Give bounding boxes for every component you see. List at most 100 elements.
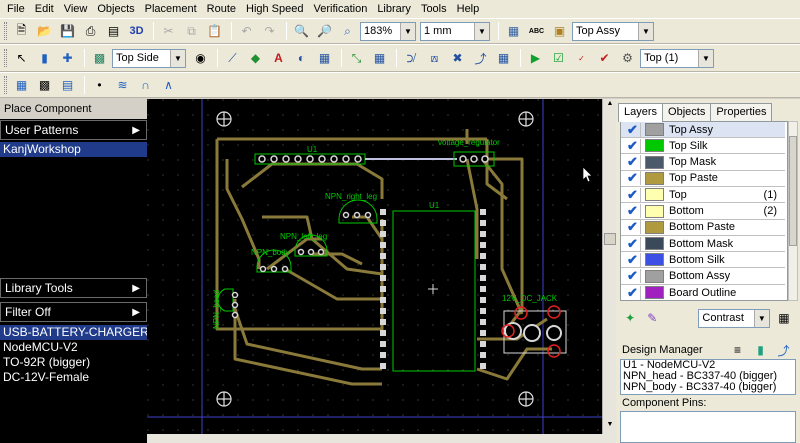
toolbar-grip[interactable] — [4, 49, 7, 67]
copper-pour-icon[interactable]: ▦ — [318, 51, 331, 65]
unroute-icon[interactable]: ✖ — [452, 51, 463, 65]
layer-row[interactable]: ✔Top(1) — [621, 187, 785, 204]
tab-objects[interactable]: Objects — [662, 103, 712, 121]
layer-row[interactable]: ✔Board Outline — [621, 285, 785, 300]
canvas-horizontal-scrollbar[interactable] — [147, 434, 616, 443]
menu-help[interactable]: Help — [456, 3, 480, 15]
layer-visible-checkbox[interactable]: ✔ — [625, 236, 641, 251]
scroll-up-icon[interactable]: ▲ — [606, 100, 614, 107]
canvas-vertical-scrollbar[interactable]: ▲ ▼ — [602, 99, 616, 434]
layer-view-select[interactable]: Top Assy ▼ — [572, 21, 654, 41]
layer-color-swatch[interactable] — [645, 286, 664, 299]
layer-color-swatch[interactable] — [645, 253, 664, 267]
filter-dropdown[interactable]: Filter Off ▶ — [0, 302, 147, 322]
menu-high-speed[interactable]: High Speed — [246, 3, 304, 15]
layer-visible-checkbox[interactable]: ✔ — [625, 268, 641, 284]
list-item[interactable]: KanjWorkshop — [0, 142, 147, 157]
save-icon[interactable]: 💾 — [60, 24, 75, 38]
arc-tool-icon[interactable]: ◐ — [297, 51, 306, 65]
list-item[interactable]: NodeMCU-V2 — [3, 340, 78, 354]
route-icon[interactable]: ⟉ — [406, 50, 417, 65]
text-tool-icon[interactable]: A — [274, 51, 283, 65]
layer-color-swatch[interactable] — [645, 139, 664, 153]
picture-icon[interactable]: ▣ — [553, 24, 566, 38]
accordion-icon[interactable]: ≋ — [117, 78, 128, 92]
copy-icon[interactable]: ⧉ — [187, 23, 196, 38]
menu-objects[interactable]: Objects — [97, 3, 135, 15]
place-point-icon[interactable]: ✚ — [62, 51, 73, 65]
new-file-icon[interactable]: 🗎 — [16, 22, 27, 37]
layer-visible-checkbox[interactable]: ✔ — [625, 122, 641, 137]
undo-icon[interactable]: ↶ — [241, 24, 252, 38]
scroll-down-icon[interactable]: ▼ — [606, 421, 614, 428]
grid-select[interactable]: 1 mm ▼ — [420, 21, 490, 41]
layer-sets-icon[interactable]: ▦ — [507, 24, 520, 38]
layer-visible-checkbox[interactable]: ✔ — [625, 154, 641, 170]
route-layer-select[interactable]: Top (1) ▼ — [640, 48, 714, 68]
menu-edit[interactable]: Edit — [34, 3, 54, 15]
layer-row[interactable]: ✔Bottom Assy — [621, 268, 785, 285]
print-icon[interactable]: ⎙ — [85, 23, 96, 38]
menu-tools[interactable]: Tools — [420, 3, 447, 15]
layer-color-swatch[interactable] — [645, 188, 664, 202]
layer-list-scrollbar[interactable] — [788, 121, 798, 301]
menu-file[interactable]: File — [7, 3, 25, 15]
scroll-thumb[interactable] — [604, 233, 616, 245]
select-arrow-icon[interactable]: ↖ — [16, 51, 27, 65]
diff-pair-icon[interactable]: • — [97, 78, 102, 92]
open-folder-icon[interactable]: 📂 — [37, 24, 52, 38]
settings-icon[interactable]: ⚙ — [622, 51, 633, 65]
route-multi-icon[interactable]: ⟎ — [430, 50, 439, 65]
layer-row[interactable]: ✔Bottom(2) — [621, 203, 785, 220]
verify-icon[interactable]: ✔ — [599, 51, 610, 65]
library-tools-dropdown[interactable]: Library Tools ▶ — [0, 278, 147, 298]
list-item[interactable]: USB-BATTERY-CHARGER-1 — [0, 325, 159, 340]
menu-verification[interactable]: Verification — [313, 3, 368, 15]
three-d-view-button[interactable]: 3D — [129, 25, 144, 37]
user-patterns-dropdown[interactable]: User Patterns ▶ — [0, 120, 147, 140]
layer-options-icon[interactable]: ▦ — [778, 311, 790, 325]
zoom-fit-icon[interactable]: ⌕ — [344, 23, 351, 38]
layer-row[interactable]: ✔Top Paste — [621, 170, 785, 187]
layer-visible-checkbox[interactable]: ✔ — [625, 187, 641, 202]
layer-visible-checkbox[interactable]: ✔ — [625, 285, 641, 300]
list-item[interactable]: NPN_body - BC337-40 (bigger) — [623, 381, 777, 393]
toolbar-grip[interactable] — [4, 76, 7, 94]
layer-color-swatch[interactable] — [645, 220, 664, 234]
tab-properties[interactable]: Properties — [710, 103, 773, 121]
line-tool-icon[interactable]: ⟋ — [228, 50, 237, 65]
list-item[interactable]: U1 - NodeMCU-V2 — [623, 359, 716, 371]
layer-row[interactable]: ✔Bottom Mask — [621, 236, 785, 253]
zoom-out-icon[interactable]: 🔎 — [317, 24, 332, 38]
list-item[interactable]: DC-12V-Female — [3, 370, 90, 384]
paste-icon[interactable]: 📋 — [207, 24, 222, 38]
tab-layers[interactable]: Layers — [618, 103, 664, 122]
filter-icon[interactable]: ≡ — [733, 343, 741, 357]
layer-color-swatch[interactable] — [645, 155, 664, 169]
scroll-thumb[interactable] — [789, 136, 797, 246]
components-view-icon[interactable]: ▮ — [757, 343, 764, 357]
contrast-select[interactable]: Contrast ▼ — [698, 308, 770, 328]
layer-row[interactable]: ✔Top Silk — [621, 138, 785, 155]
spell-check-button[interactable]: ABC — [528, 27, 545, 35]
dimension-icon[interactable]: ⤡ — [351, 50, 362, 65]
list-item[interactable]: TO-92R (bigger) — [3, 355, 91, 369]
menu-route[interactable]: Route — [206, 3, 236, 15]
layer-row[interactable]: ✔Top Assy — [621, 122, 785, 138]
component-icon[interactable]: ▩ — [93, 51, 106, 65]
layer-color-swatch[interactable] — [645, 237, 664, 251]
layer-color-swatch[interactable] — [645, 123, 664, 136]
drc-icon[interactable]: ✓ — [578, 53, 585, 63]
layer-visible-checkbox[interactable]: ✔ — [625, 203, 641, 218]
layer-visible-checkbox[interactable]: ✔ — [625, 219, 641, 235]
pcb-canvas[interactable]: U1 voltage_regulator NPN_right_leg NPN_l… — [147, 99, 602, 434]
place-component-icon[interactable]: ▮ — [41, 51, 48, 65]
zoom-in-icon[interactable]: 🔍 — [294, 24, 309, 38]
grid-icon[interactable]: ▦ — [373, 51, 386, 65]
sawtooth-icon[interactable]: ∧ — [164, 78, 173, 92]
autoroute-icon[interactable]: ▦ — [497, 51, 510, 65]
zoom-select[interactable]: 183% ▼ — [360, 21, 416, 41]
pcb-drawing[interactable]: U1 voltage_regulator NPN_right_leg NPN_l… — [147, 99, 602, 434]
toolbar-grip[interactable] — [4, 22, 7, 40]
layer-color-swatch[interactable] — [645, 269, 664, 283]
